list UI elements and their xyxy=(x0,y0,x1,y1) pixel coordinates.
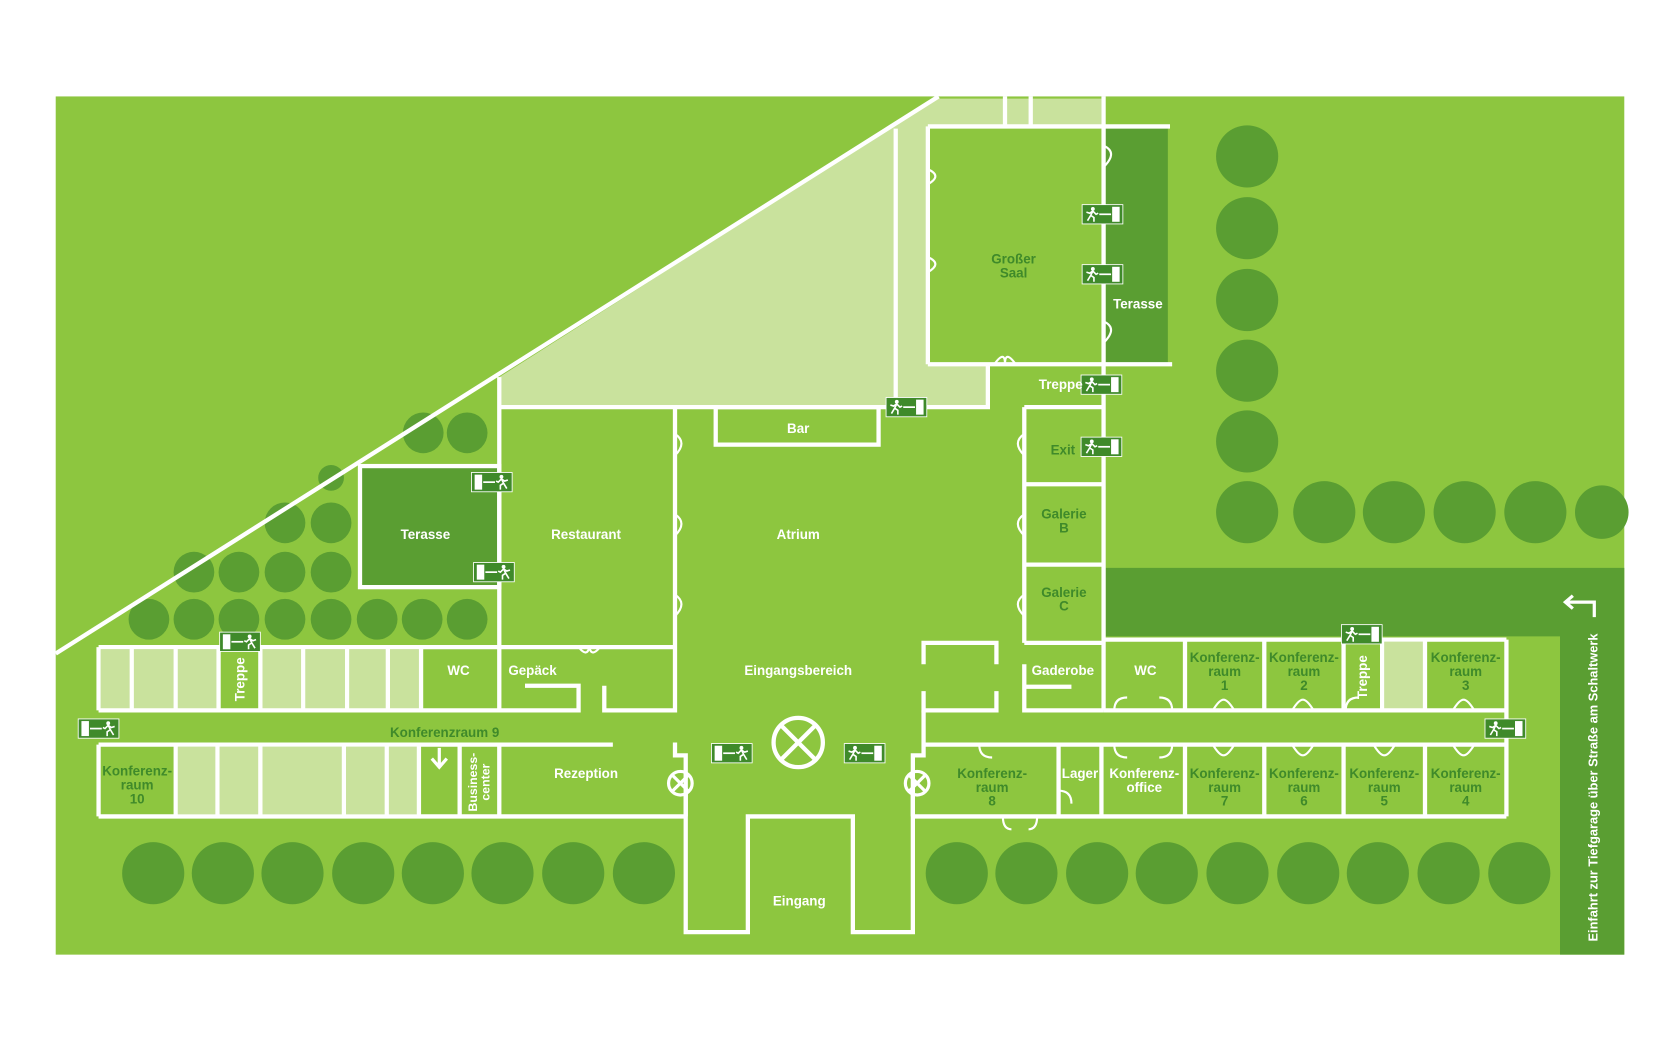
lamp-cross-circle-icon xyxy=(666,769,694,797)
emergency-exit-sign-icon xyxy=(1340,623,1383,645)
emergency-exit-sign-icon xyxy=(711,744,752,763)
light-room-cells xyxy=(100,641,1425,815)
room-label-eingangsbereich: Eingangsbereich xyxy=(744,663,852,678)
trees xyxy=(122,125,1629,905)
light-courtyard xyxy=(499,98,1102,408)
emergency-exit-sign-icon xyxy=(474,563,515,582)
room-label-wc-east: WC xyxy=(1134,663,1157,678)
down-arrow-icon xyxy=(430,747,448,770)
room-label-rezeption: Rezeption xyxy=(554,766,618,781)
emergency-exit-sign-icon xyxy=(471,473,512,492)
emergency-exit-sign-icon xyxy=(843,742,886,764)
emergency-exit-sign-icon xyxy=(78,719,119,738)
emergency-exit-sign-icon xyxy=(885,396,928,418)
room-label-treppe-west: Treppe xyxy=(232,657,247,701)
room-label-bar: Bar xyxy=(787,421,809,436)
room-label-gepaeck: Gepäck xyxy=(508,663,557,678)
turn-left-arrow-icon xyxy=(1562,594,1596,618)
room-label-gaderobe: Gaderobe xyxy=(1032,663,1094,678)
lamp-cross-circle-icon xyxy=(903,769,931,797)
room-label-exit: Exit xyxy=(1051,442,1076,457)
room-label-konferenzraum-9: Konferenzraum 9 xyxy=(390,725,499,740)
room-label-treppe-east: Treppe xyxy=(1355,655,1370,699)
road-label: Einfahrt zur Tiefgarage über Straße am S… xyxy=(1586,633,1601,942)
room-label-wc-west: WC xyxy=(447,663,470,678)
room-label-terasse-west: Terasse xyxy=(401,527,451,542)
room-label-atrium: Atrium xyxy=(777,527,820,542)
room-label-konferenzoffice: Konferenz-office xyxy=(1109,766,1179,795)
emergency-exit-sign-icon xyxy=(1081,203,1124,225)
room-label-eingang: Eingang xyxy=(773,893,826,908)
terasse-east-area xyxy=(1105,128,1168,365)
room-label-lager: Lager xyxy=(1062,766,1098,781)
room-label-terasse-east: Terasse xyxy=(1113,297,1163,312)
room-label-treppe-north: Treppe xyxy=(1039,377,1083,392)
emergency-exit-sign-icon xyxy=(1081,263,1124,285)
emergency-exit-sign-icon xyxy=(1484,718,1527,740)
walls xyxy=(54,94,1509,935)
lamp-cross-circle-icon xyxy=(771,715,825,770)
emergency-exit-sign-icon xyxy=(220,632,261,651)
emergency-exit-sign-icon xyxy=(1080,374,1123,396)
room-label-restaurant: Restaurant xyxy=(551,527,621,542)
room-label-business-center: Business-center xyxy=(466,753,493,812)
emergency-exit-sign-icon xyxy=(1080,436,1123,458)
doors xyxy=(577,144,1476,831)
